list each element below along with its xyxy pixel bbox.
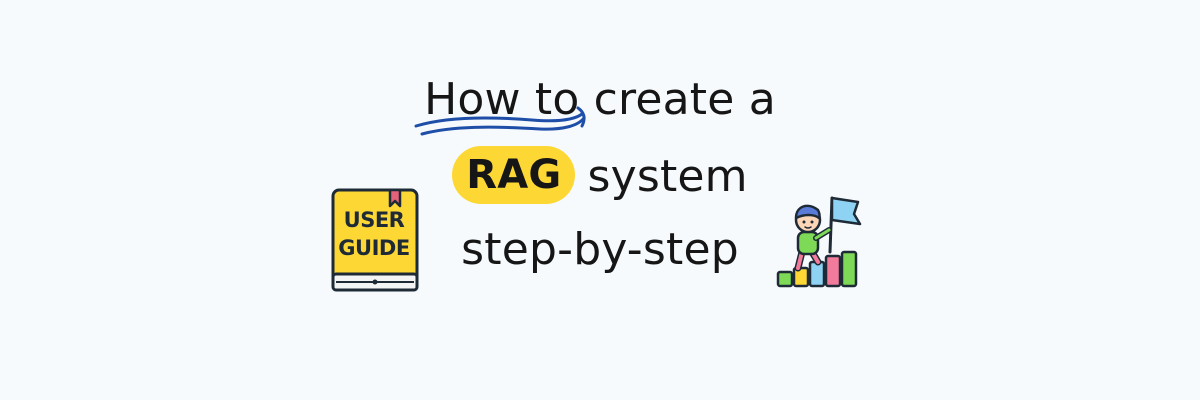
book-label-user: USER: [343, 208, 405, 232]
kid-climbing-steps-with-flag-icon: [776, 196, 862, 288]
headline-line-1: How to create a: [424, 74, 776, 125]
headline-line-3: step-by-step: [461, 224, 739, 275]
user-guide-book-icon: [331, 188, 419, 292]
headline-line-2-rest: system: [587, 151, 748, 202]
rag-highlight-pill: RAG: [452, 146, 576, 204]
hand-drawn-underline: [414, 106, 586, 136]
book-label-guide: GUIDE: [338, 236, 410, 260]
